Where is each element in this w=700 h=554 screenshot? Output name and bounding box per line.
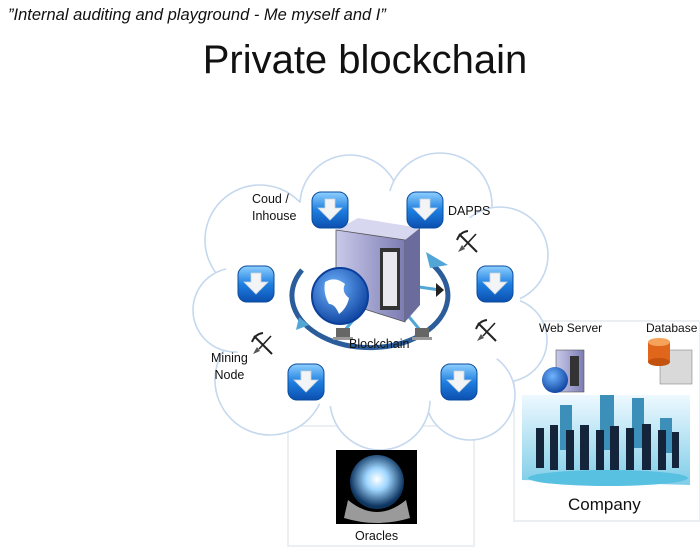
database-label: Database xyxy=(646,321,698,335)
database-icon xyxy=(648,338,693,385)
oracles-label: Oracles xyxy=(355,529,399,543)
download-icon xyxy=(440,363,478,401)
laptop-icon xyxy=(333,283,444,340)
label-line: Inhouse xyxy=(252,209,297,223)
cloud-inhouse-label: Coud / Inhouse xyxy=(252,191,296,225)
company-label: Company xyxy=(568,495,641,514)
blockchain-label: Blockchain xyxy=(349,337,410,351)
dapps-label: DAPPS xyxy=(448,204,491,218)
subtitle-quote: ”Internal auditing and playground - Me m… xyxy=(8,6,386,24)
web-server-label: Web Server xyxy=(539,321,603,335)
download-icon xyxy=(476,265,514,303)
label-line: Coud / xyxy=(252,192,289,206)
mining-node-label: Mining Node xyxy=(211,350,248,384)
download-icon xyxy=(406,191,444,229)
slide-title: Private blockchain xyxy=(202,38,528,82)
download-icon xyxy=(237,265,275,303)
label-line: Mining xyxy=(211,351,248,365)
download-icon xyxy=(311,191,349,229)
oracle-crystal-ball-image xyxy=(336,450,417,524)
label-line: Node xyxy=(214,368,245,382)
download-icon xyxy=(287,363,325,401)
company-people-city-image xyxy=(522,395,690,486)
globe-icon xyxy=(311,267,369,325)
web-server-icon xyxy=(542,349,585,393)
